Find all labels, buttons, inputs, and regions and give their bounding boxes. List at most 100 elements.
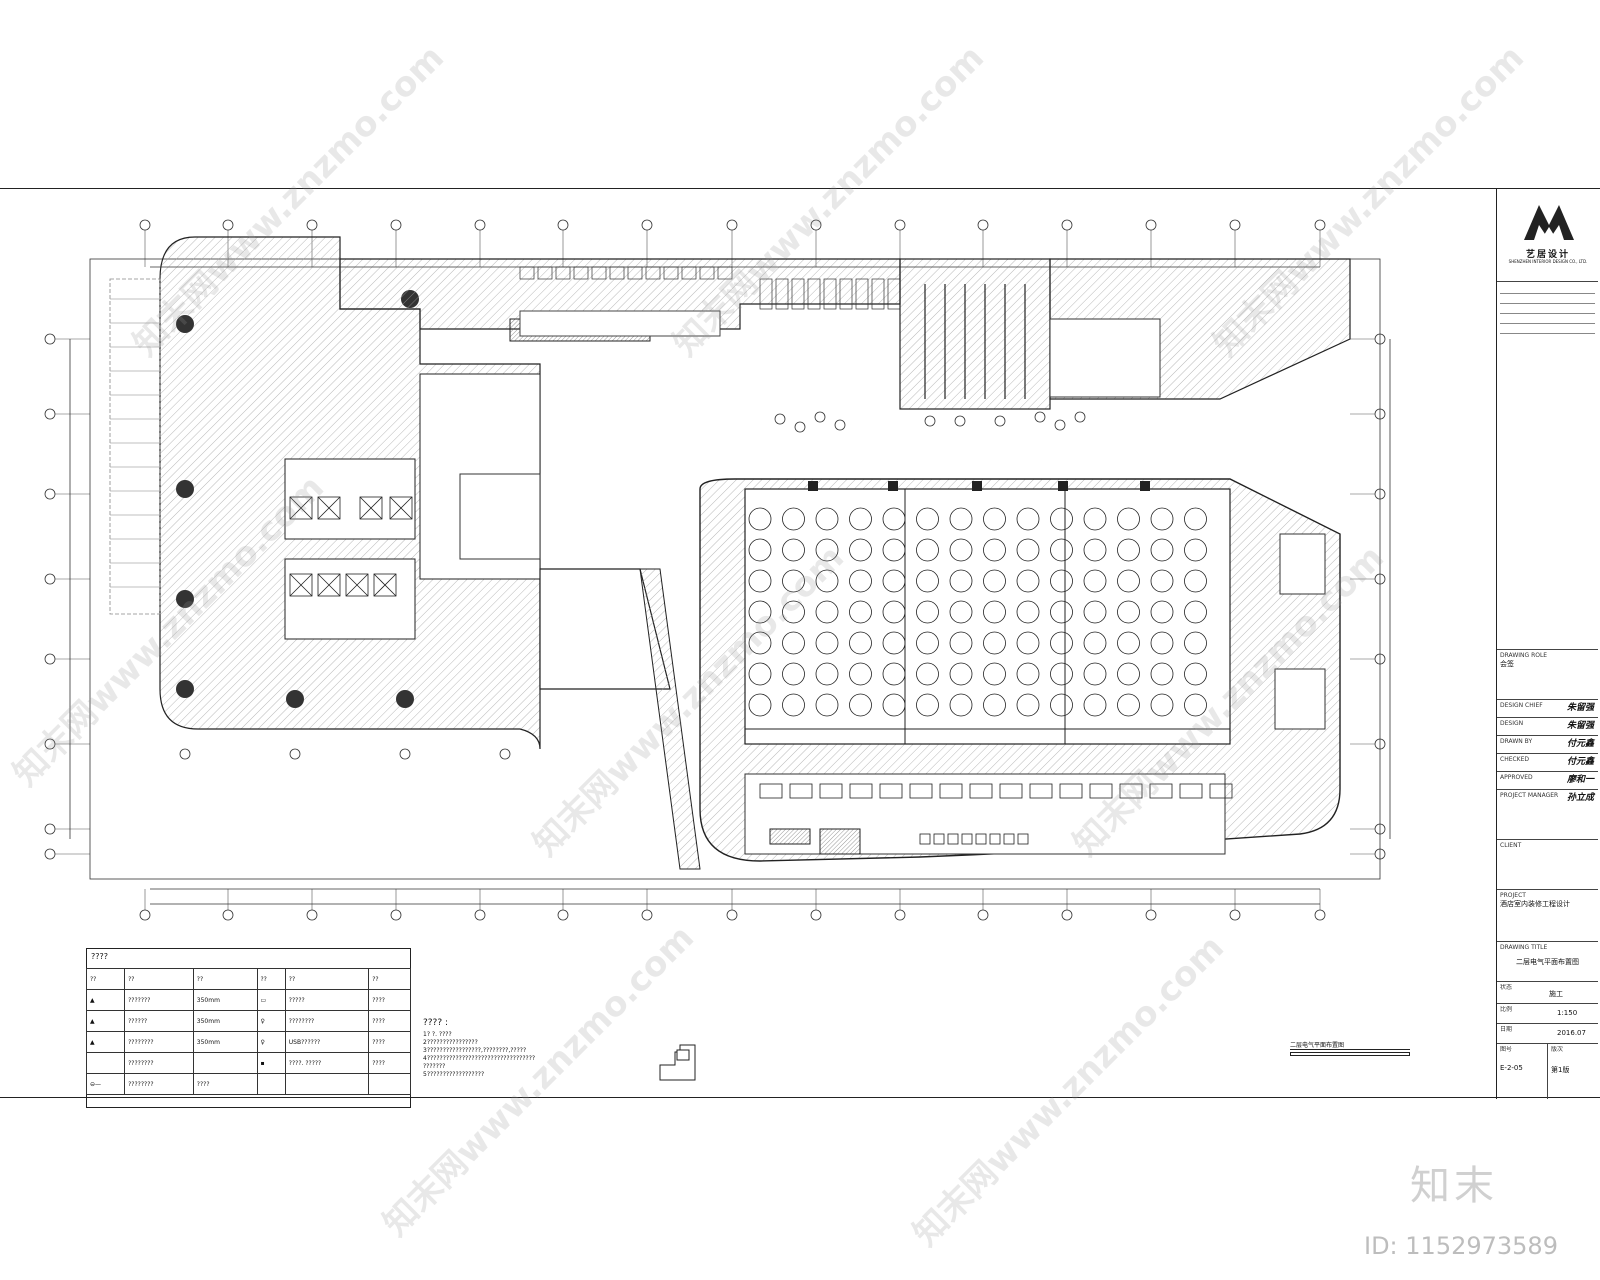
- counter: [759, 783, 783, 799]
- banquet-table: [1050, 631, 1073, 655]
- grid-bubble: [1314, 219, 1326, 231]
- banquet-table: [815, 693, 839, 717]
- elevator-x: [317, 496, 341, 520]
- grid-bubble: [810, 219, 822, 231]
- banquet-table: [782, 693, 805, 717]
- note-line: 1? ?. ????: [423, 1031, 452, 1038]
- banquet-table: [916, 631, 939, 655]
- counter: [819, 783, 843, 799]
- banquet-table: [849, 600, 872, 624]
- key-plan-icon: [659, 1044, 696, 1081]
- counter: [1089, 783, 1113, 799]
- grid-bubble: [289, 748, 301, 760]
- counter: [1149, 783, 1173, 799]
- grid-bubble: [399, 748, 411, 760]
- banquet-table: [1184, 507, 1207, 531]
- tb-project-manager: PROJECT MANAGER 孙立成: [1497, 789, 1598, 807]
- banquet-table: [949, 662, 973, 686]
- grid-bubble: [641, 909, 653, 921]
- grid-bubble: [894, 909, 906, 921]
- banquet-table: [1117, 600, 1140, 624]
- counter: [909, 783, 933, 799]
- banquet-table: [1117, 569, 1140, 593]
- banquet-table: [748, 569, 772, 593]
- planter: [994, 415, 1006, 427]
- planter: [834, 419, 846, 431]
- legend-cell: ????: [368, 989, 411, 1011]
- banquet-table: [1150, 569, 1174, 593]
- grid-bubble: [139, 909, 151, 921]
- elevator-x: [359, 496, 383, 520]
- legend-cell: 350mm: [192, 1031, 258, 1053]
- banquet-table: [849, 538, 872, 562]
- banquet-table: [983, 538, 1006, 562]
- banquet-table: [1184, 693, 1207, 717]
- stall: [791, 278, 805, 310]
- elevator-car: [359, 496, 383, 520]
- tb-drawn-by: DRAWN BY 付元鑫: [1497, 735, 1598, 753]
- legend-header: ??: [85, 968, 126, 990]
- grid-bubble: [557, 909, 569, 921]
- design-notes: ???? : 1? ?. ???? 2???????????????? 3???…: [423, 1019, 535, 1079]
- banquet-table: [916, 600, 939, 624]
- banquet-table: [1117, 507, 1140, 531]
- elevator-x: [317, 573, 341, 597]
- banquet-table: [983, 662, 1006, 686]
- legend-row: ▲ ???????? 350mm ♀ USB?????? ????: [85, 1031, 411, 1053]
- banquet-table: [1117, 631, 1140, 655]
- elevator-car: [289, 573, 313, 597]
- legend-cell: ??????: [124, 1010, 194, 1032]
- banquet-table: [1016, 693, 1040, 717]
- counter: [1209, 783, 1233, 799]
- grid-bubble: [810, 909, 822, 921]
- planter: [1034, 411, 1046, 423]
- grid-bubble: [1314, 909, 1326, 921]
- scale-bar: 二层电气平面布置图: [1290, 1040, 1410, 1056]
- legend-row: ⊖— ???????? ????: [85, 1073, 411, 1095]
- tb-design: DESIGN 朱留强: [1497, 717, 1598, 735]
- tb-approved: APPROVED 廖和一: [1497, 771, 1598, 789]
- grid-bubble: [222, 219, 234, 231]
- banquet-table: [916, 662, 939, 686]
- counter: [1119, 783, 1143, 799]
- legend-title: ????: [91, 952, 108, 961]
- banquet-table: [1016, 507, 1040, 531]
- legend-header: ??: [124, 968, 194, 990]
- legend-row: ▲ ?????? 350mm ♀ ???????? ????: [85, 1010, 411, 1032]
- banquet-table: [815, 662, 839, 686]
- grid-bubble: [1229, 909, 1241, 921]
- counter: [969, 783, 993, 799]
- legend-cell: ????. ?????: [284, 1052, 370, 1074]
- banquet-table: [849, 662, 872, 686]
- legend-cell: ????: [368, 1010, 411, 1032]
- drawing-sheet: 艺居设计 SHENZHEN INTERIOR DESIGN CO., LTD. …: [0, 188, 1600, 1099]
- stall: [871, 278, 885, 310]
- grid-bubble: [44, 408, 56, 420]
- banquet-table: [748, 600, 772, 624]
- banquet-table: [849, 507, 872, 531]
- stall: [823, 278, 837, 310]
- grid-bubble: [44, 488, 56, 500]
- banquet-table: [949, 569, 973, 593]
- ceiling-fixture: [972, 481, 982, 491]
- legend-header: ??: [192, 968, 258, 990]
- company-name-en: SHENZHEN INTERIOR DESIGN CO., LTD.: [1508, 259, 1588, 264]
- legend-cell: ???????: [124, 989, 194, 1011]
- elevator-car: [317, 496, 341, 520]
- banquet-table: [849, 569, 872, 593]
- banquet-table: [1016, 600, 1040, 624]
- elevator-x: [389, 496, 413, 520]
- counter: [947, 833, 959, 845]
- scale-bar-label: 二层电气平面布置图: [1290, 1040, 1410, 1050]
- banquet-table: [1050, 538, 1073, 562]
- planter: [774, 413, 786, 425]
- banquet-table: [1083, 631, 1107, 655]
- socket-symbol-icon: ▲: [85, 989, 126, 1011]
- banquet-table: [916, 569, 939, 593]
- grid-bubble: [44, 653, 56, 665]
- banquet-table: [815, 600, 839, 624]
- elevator-x: [289, 573, 313, 597]
- banquet-table: [1083, 538, 1107, 562]
- banquet-table: [1184, 662, 1207, 686]
- socket-symbol-icon: ▲: [85, 1031, 126, 1053]
